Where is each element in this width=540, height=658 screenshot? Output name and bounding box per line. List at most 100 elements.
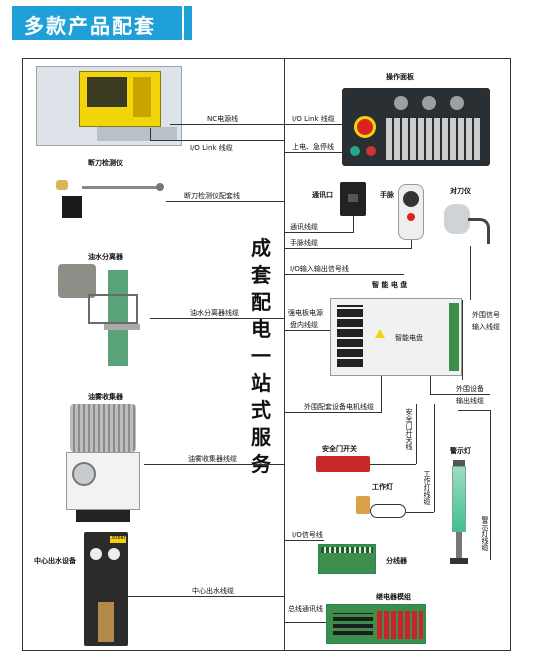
io-link-left-drop [150, 128, 151, 140]
pressure-badge-text: 30bar [111, 535, 126, 541]
io-link-right-label: I/O Link 线缆 [292, 115, 335, 123]
relay-title: 继电器模组 [376, 593, 411, 601]
io-signal-line [284, 540, 324, 541]
mist-title: 油雾收集器 [88, 393, 123, 401]
nc-cable-label: NC电源线 [207, 115, 239, 123]
separator-frame [88, 294, 138, 324]
ext-device-rise [430, 376, 431, 394]
cnc-controller-image [36, 66, 182, 146]
warning-cable-label: 警示灯线缆 [481, 516, 489, 551]
io-link-left-label: I/O Link 线缆 [190, 144, 233, 152]
center-title-char: 站 [251, 371, 271, 395]
cabinet-terminal [449, 303, 459, 371]
diagram-frame [22, 58, 511, 651]
comm-cable-label: 通讯线缆 [290, 223, 318, 231]
center-divider-line [284, 58, 285, 651]
handwheel-cable-rise [411, 240, 412, 248]
work-light-cable-line [406, 512, 434, 513]
handwheel-image [398, 184, 424, 240]
splitter-title: 分线器 [386, 557, 407, 565]
tool-setter-cable [468, 218, 490, 244]
warning-light-base [450, 558, 468, 564]
warning-light-image [450, 460, 468, 566]
tool-breakage-cable-label: 断刀检测仪配套线 [184, 192, 240, 200]
pressure-badge [110, 536, 126, 543]
controller-screen [87, 77, 127, 107]
power-cable-label-1: 强电板电源 [288, 309, 323, 317]
center-title-char: 配 [251, 290, 271, 314]
gauge-2 [108, 548, 120, 560]
handwheel-dial [403, 191, 419, 207]
safety-switch-image [316, 456, 370, 472]
detector-head [56, 180, 68, 190]
ext-motor-rise [381, 376, 382, 412]
ext-motor-line [284, 412, 382, 413]
handwheel-cable-label: 手脉线缆 [290, 239, 318, 247]
io-link-left-line [150, 140, 284, 141]
warning-light-title: 警示灯 [450, 447, 471, 455]
center-title-char: 务 [251, 452, 271, 476]
estop-cable-label: 上电、急停线 [292, 143, 334, 151]
mist-collector-image [62, 404, 144, 524]
oil-water-separator-image [52, 264, 152, 368]
center-title-char: 成 [251, 236, 271, 260]
mist-fan [72, 462, 96, 486]
estop-cable-line [284, 152, 342, 153]
comm-cable-line [284, 232, 354, 233]
safety-switch-title: 安全门开关 [322, 445, 357, 453]
mist-stand [76, 510, 130, 522]
operation-panel-image [342, 88, 490, 166]
ext-device-label-2: 输出线缆 [456, 397, 484, 405]
ext-device-line [430, 394, 490, 395]
center-outlet-cable-label: 中心出水线缆 [192, 587, 234, 595]
center-outlet-image: 30bar [84, 532, 128, 646]
controller-base [97, 127, 177, 141]
io-link-right-line [284, 124, 342, 125]
center-title-char: 电 [251, 317, 271, 341]
keypad [386, 118, 482, 160]
warning-light-lens [452, 466, 466, 532]
relay-blocks [377, 611, 423, 639]
io-io-cable-line [284, 274, 404, 275]
warning-light-pole [456, 532, 462, 558]
header-accent-bar [184, 6, 192, 40]
tool-setter-drop [470, 246, 471, 300]
handwheel-title: 手脉 [380, 191, 394, 199]
bus-cable-label: 总线通讯线 [288, 605, 323, 613]
work-light-cord [370, 504, 406, 518]
handwheel-cable-line [284, 248, 412, 249]
knob-2 [422, 96, 436, 110]
outlet-pipe [98, 602, 114, 642]
mist-cable-label: 油雾收集器线缆 [188, 455, 237, 463]
cabinet-warning-icon [375, 329, 385, 338]
center-outlet-title: 中心出水设备 [34, 557, 76, 565]
safety-cable-line [370, 464, 416, 465]
center-title-char: 套 [251, 263, 271, 287]
controller-connector [133, 77, 151, 117]
comm-cable-rise [353, 216, 354, 232]
mist-filter [70, 404, 136, 452]
center-outlet-cable-line [128, 596, 284, 597]
power-cable-line [284, 330, 330, 331]
cabinet-label: 智能电盘 [395, 334, 423, 342]
center-title-char: 式 [251, 398, 271, 422]
mist-cable-line [144, 464, 284, 465]
safety-cable-label: 安全门开关线 [405, 408, 413, 450]
io-io-cable-label: I/O输入输出信号线 [290, 265, 349, 273]
relay-chips [333, 613, 373, 635]
warning-cable-line [458, 410, 490, 411]
warning-cable-drop [490, 410, 491, 560]
tool-breakage-image [52, 176, 166, 222]
tool-breakage-title: 断刀检测仪 [88, 159, 123, 167]
header-banner [12, 6, 182, 40]
detector-rod [82, 186, 158, 189]
detector-body [62, 196, 82, 218]
safety-cable-rise [416, 404, 417, 464]
work-light-cable-rise [434, 404, 435, 512]
knob-3 [450, 96, 464, 110]
cabinet-image: 智能电盘 [330, 298, 462, 376]
tool-breakage-cable-line [166, 201, 284, 202]
oil-water-title: 油水分离器 [88, 253, 123, 261]
oil-water-cable-label: 油水分离器线缆 [190, 309, 239, 317]
knob-1 [394, 96, 408, 110]
